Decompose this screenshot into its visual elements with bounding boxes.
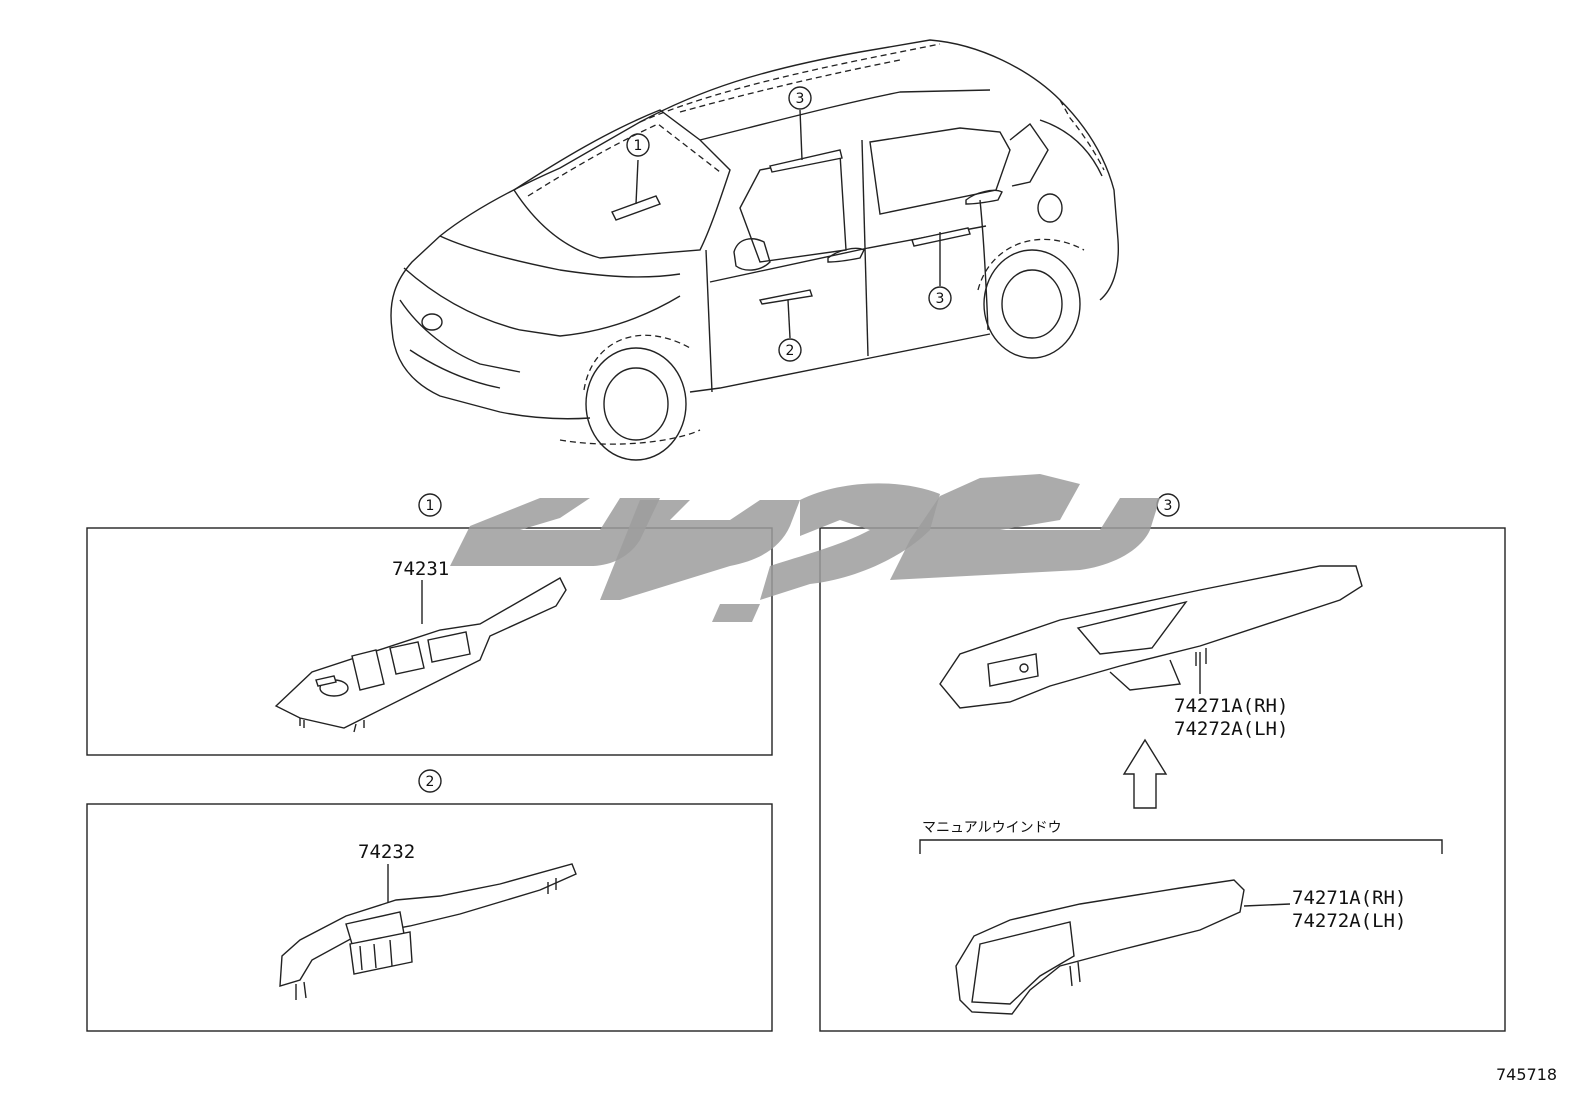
- car-callout-3-roof-label: 3: [796, 91, 805, 107]
- circled-number-icon: [626, 133, 650, 157]
- up-arrow-icon: [1122, 738, 1168, 809]
- panel-3-frame: [819, 527, 1506, 1032]
- part-number-74232: 74232: [358, 841, 415, 863]
- car-illustration: [390, 39, 1120, 461]
- car-callout-1: 1: [626, 133, 650, 157]
- part-number-upper-rh: 74271A(RH): [1174, 695, 1288, 717]
- panel-1-index: 1: [426, 498, 435, 514]
- panel-2: 2 74232: [86, 769, 773, 1032]
- panel-2-frame: [86, 803, 773, 1032]
- circled-number-icon: [418, 493, 442, 517]
- part-number-upper-lh: 74272A(LH): [1174, 718, 1288, 740]
- panel-1: 1 74231: [86, 493, 773, 756]
- part-number-lower-rh: 74271A(RH): [1292, 887, 1406, 909]
- figure-code: 745718: [1496, 1065, 1557, 1084]
- panel-1-frame: [86, 527, 773, 756]
- switch-bezel-74232: [279, 863, 577, 1000]
- panel-2-index: 2: [426, 774, 435, 790]
- switch-bezel-74271A-upper: [939, 565, 1363, 709]
- car-callout-1-label: 1: [634, 138, 643, 154]
- variant-bracket: [919, 839, 1443, 854]
- car-callout-3-rear-label: 3: [936, 291, 945, 307]
- switch-bezel-74271A-lower: [955, 879, 1245, 1015]
- circled-number-icon: [928, 286, 952, 310]
- part-number-74231: 74231: [392, 558, 449, 580]
- part-number-lower-lh: 74272A(LH): [1292, 910, 1406, 932]
- panel-3-index: 3: [1164, 498, 1173, 514]
- circled-number-icon: [788, 86, 812, 110]
- panel-3: 3 74271A(RH) 74272A(LH) マニュアルウインドウ 74271…: [819, 493, 1506, 1032]
- car-callout-3-roof: 3: [788, 86, 812, 110]
- car-callout-2-label: 2: [786, 343, 795, 359]
- switch-bezel-74231: [274, 577, 567, 733]
- variant-label-manual-window: マニュアルウインドウ: [922, 820, 1062, 836]
- watermark-logo: [450, 474, 1160, 622]
- circled-number-icon: [418, 769, 442, 793]
- circled-number-icon: [778, 338, 802, 362]
- car-callout-3-rear: 3: [928, 286, 952, 310]
- car-callout-2: 2: [778, 338, 802, 362]
